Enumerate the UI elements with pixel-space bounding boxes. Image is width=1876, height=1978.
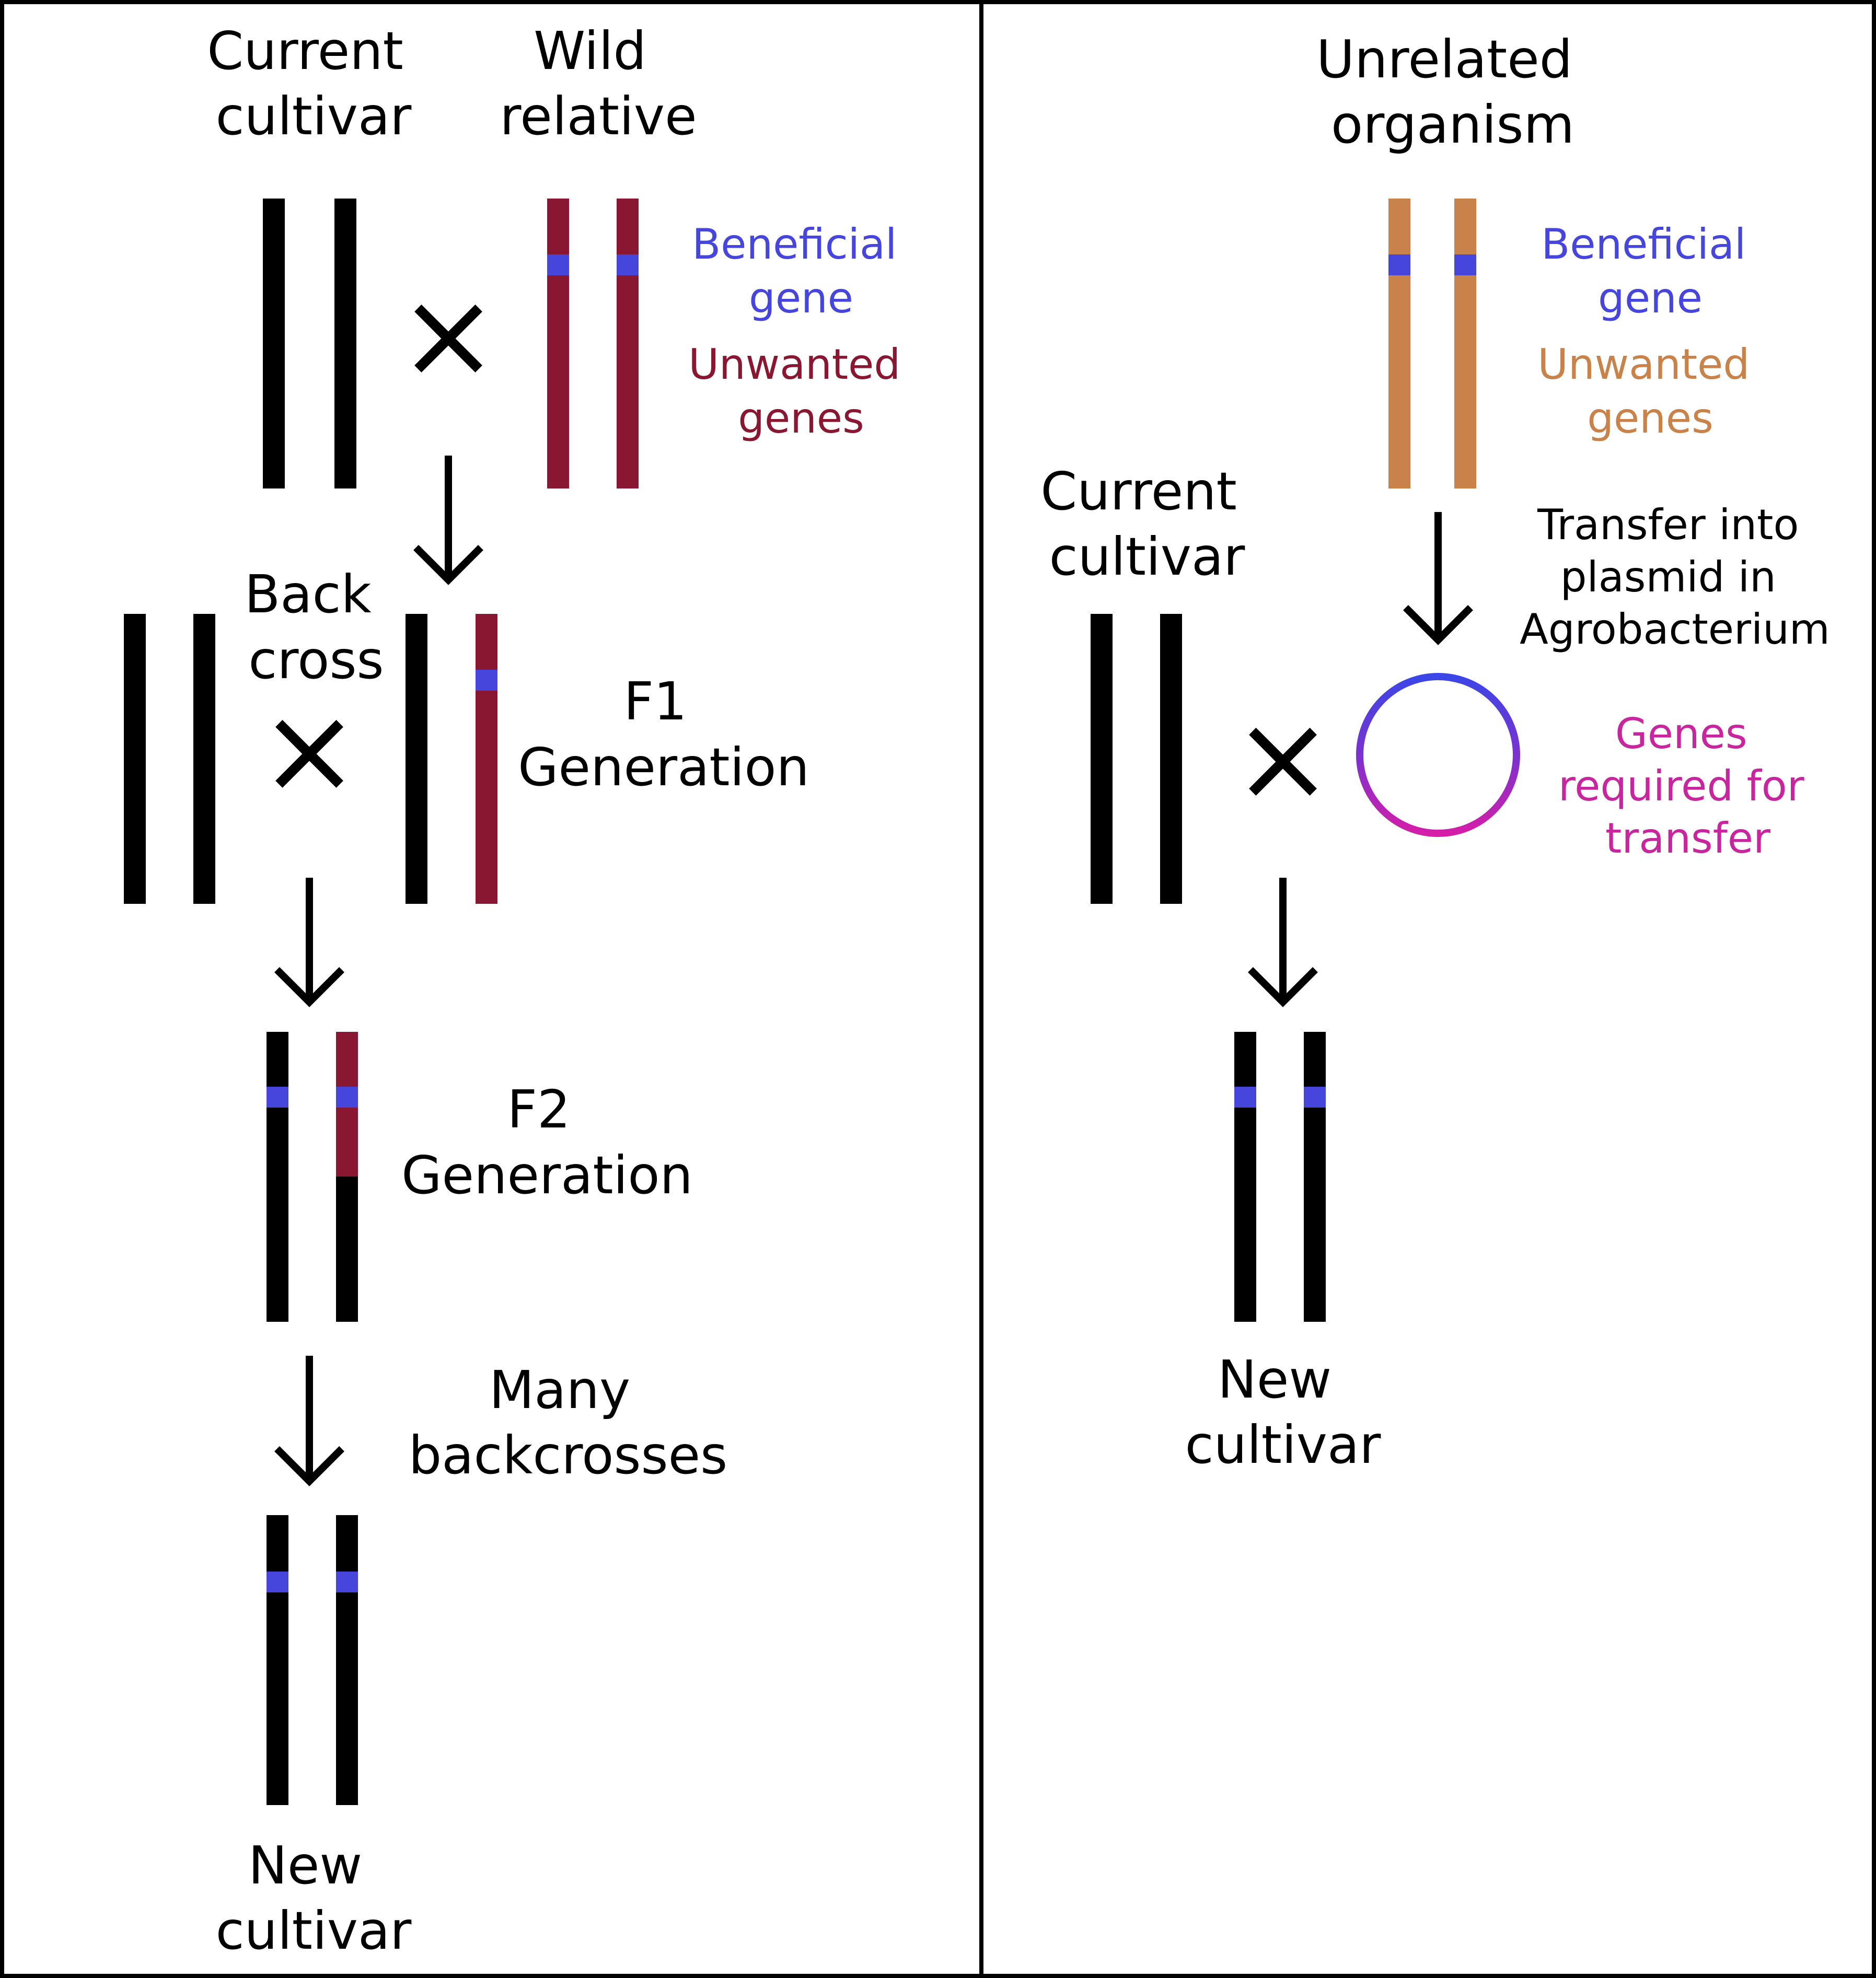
unwanted-genes-label-left: Unwanted genes	[688, 340, 913, 443]
chromosome-new-right-2	[1304, 1032, 1326, 1322]
chromosome-new-left-1	[267, 1515, 288, 1805]
wild-relative-line2: relative	[500, 86, 697, 147]
transfer-into-plasmid-label: Transfer into plasmid in Agrobacterium	[1520, 501, 1830, 654]
many-backcrosses-line1: Many	[489, 1359, 630, 1421]
chromosome-backcross-parent-2	[193, 614, 215, 904]
beneficial-gene-band-wild-2	[617, 254, 639, 275]
cross-symbol-2: ×	[259, 681, 360, 820]
transfer-line3: Agrobacterium	[1520, 605, 1830, 654]
chromosome-current-right-2	[1160, 614, 1182, 904]
current-cultivar-label-right: Current cultivar	[1040, 461, 1253, 587]
plasmid-icon	[1356, 673, 1520, 837]
cross-symbol-1: ×	[398, 265, 499, 405]
current-cultivar-right-line2: cultivar	[1049, 526, 1246, 587]
current-cultivar-label: Current cultivar	[207, 20, 420, 147]
arrow-down-1	[413, 456, 483, 585]
beneficial-gene-band-f2-1	[267, 1087, 288, 1108]
beneficial-gene-right-line1: Beneficial	[1541, 220, 1746, 269]
unwanted-genes-left-line2: genes	[738, 394, 864, 443]
f1-line2: Generation	[518, 737, 809, 798]
unwanted-genes-label-right: Unwanted genes	[1537, 340, 1763, 443]
current-cultivar-line1: Current	[207, 20, 403, 82]
beneficial-gene-band-new-left-1	[267, 1572, 288, 1592]
unrelated-organism-line2: organism	[1331, 94, 1574, 155]
chromosome-current-1	[263, 199, 285, 488]
arrow-down-2	[274, 878, 344, 1007]
chromosome-backcross-parent-1	[124, 614, 146, 904]
beneficial-gene-band-f2-2	[336, 1087, 358, 1108]
chromosome-unrelated-1	[1388, 199, 1410, 488]
back-cross-label: Back cross	[245, 564, 388, 691]
unwanted-genes-right-line2: genes	[1587, 394, 1713, 443]
arrow-down-right-1	[1403, 512, 1473, 645]
f2-generation-label: F2 Generation	[401, 1079, 693, 1206]
chromosome-unrelated-2	[1454, 199, 1476, 488]
back-cross-line2: cross	[248, 630, 384, 691]
genes-required-label: Genes required for transfer	[1558, 709, 1817, 863]
wild-relative-label: Wild relative	[500, 20, 697, 147]
beneficial-gene-band-new-right-1	[1234, 1087, 1256, 1108]
beneficial-gene-band-wild-1	[547, 254, 569, 275]
chromosome-current-2	[334, 199, 356, 488]
genes-required-line1: Genes	[1615, 709, 1747, 758]
f2-line1: F2	[507, 1079, 571, 1140]
unwanted-genes-left-line1: Unwanted	[688, 340, 900, 389]
f2-line2: Generation	[401, 1145, 693, 1206]
many-backcrosses-line2: backcrosses	[409, 1425, 728, 1486]
back-cross-line1: Back	[245, 564, 372, 625]
many-backcrosses-label: Many backcrosses	[409, 1359, 728, 1486]
arrow-down-3	[274, 1356, 344, 1486]
arrow-down-right-2	[1248, 878, 1318, 1007]
chromosome-new-right-1	[1234, 1032, 1256, 1322]
unwanted-genes-right-line1: Unwanted	[1537, 340, 1750, 389]
new-cultivar-label-left: New cultivar	[216, 1835, 412, 1961]
chromosome-new-left-2	[336, 1515, 358, 1805]
chromosome-f1-wild	[476, 614, 497, 904]
new-cultivar-left-line2: cultivar	[216, 1900, 412, 1961]
beneficial-gene-left-line1: Beneficial	[692, 220, 897, 269]
beneficial-gene-band-unrelated-1	[1388, 254, 1410, 275]
genes-required-line2: required for	[1558, 762, 1804, 810]
chromosome-wild-1	[547, 199, 569, 488]
chromosome-current-right-1	[1091, 614, 1113, 904]
beneficial-gene-label-right: Beneficial gene	[1541, 220, 1759, 322]
beneficial-gene-band-new-right-2	[1304, 1087, 1326, 1108]
f1-generation-label: F1 Generation	[518, 671, 809, 798]
new-cultivar-right-line1: New	[1218, 1349, 1331, 1410]
beneficial-gene-band-new-left-2	[336, 1572, 358, 1592]
new-cultivar-left-line1: New	[248, 1835, 362, 1896]
transfer-line2: plasmid in	[1560, 553, 1776, 601]
beneficial-gene-right-line2: gene	[1598, 274, 1703, 322]
beneficial-gene-band-f1	[476, 670, 497, 691]
cross-symbol-right: ×	[1233, 689, 1334, 828]
unrelated-organism-label: Unrelated organism	[1316, 29, 1589, 155]
wild-relative-line1: Wild	[534, 20, 646, 82]
beneficial-gene-label-left: Beneficial gene	[692, 220, 910, 322]
genes-required-line3: transfer	[1605, 814, 1770, 863]
current-cultivar-right-line1: Current	[1040, 461, 1237, 522]
beneficial-gene-left-line2: gene	[749, 274, 853, 322]
new-cultivar-right-line2: cultivar	[1185, 1414, 1382, 1475]
f1-line1: F1	[624, 671, 687, 732]
unrelated-organism-line1: Unrelated	[1316, 29, 1572, 90]
current-cultivar-line2: cultivar	[216, 86, 412, 147]
beneficial-gene-band-unrelated-2	[1454, 254, 1476, 275]
chromosome-wild-2	[617, 199, 639, 488]
new-cultivar-label-right: New cultivar	[1185, 1349, 1382, 1475]
transfer-line1: Transfer into	[1537, 501, 1799, 549]
right-panel-border	[979, 0, 1876, 1978]
chromosome-f2-1	[267, 1032, 288, 1322]
chromosome-f1-normal	[406, 614, 427, 904]
